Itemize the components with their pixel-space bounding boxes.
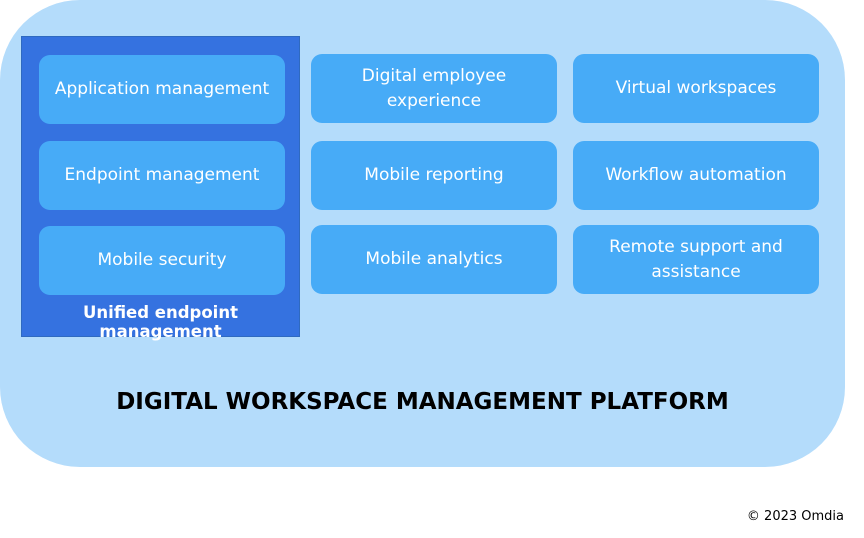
tile-remote-support: Remote support and assistance: [573, 225, 819, 294]
tile-application-management: Application management: [39, 55, 285, 124]
tile-digital-employee-experience: Digital employee experience: [311, 54, 557, 123]
tile-mobile-reporting: Mobile reporting: [311, 141, 557, 210]
tile-mobile-analytics: Mobile analytics: [311, 225, 557, 294]
tile-virtual-workspaces: Virtual workspaces: [573, 54, 819, 123]
tile-workflow-automation: Workflow automation: [573, 141, 819, 210]
tile-endpoint-management: Endpoint management: [39, 141, 285, 210]
tile-label: Digital employee experience: [361, 65, 507, 111]
tile-mobile-security: Mobile security: [39, 226, 285, 295]
platform-title: DIGITAL WORKSPACE MANAGEMENT PLATFORM: [116, 389, 729, 415]
uem-label: Unified endpoint management: [83, 303, 238, 341]
copyright: © 2023 Omdia: [746, 509, 844, 524]
tile-label: Remote support and assistance: [609, 236, 783, 282]
